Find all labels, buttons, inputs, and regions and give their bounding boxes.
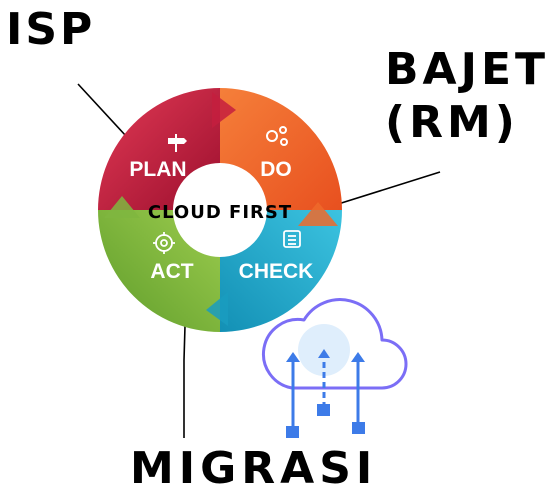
- checklist-icon: [283, 230, 301, 248]
- do-segment: [220, 88, 342, 210]
- cloud-upload-icon: [261, 298, 408, 438]
- isp-connector-line: [77, 83, 127, 137]
- signpost-icon: [168, 134, 187, 152]
- act-label: ACT: [150, 260, 193, 283]
- target-icon: [153, 232, 175, 254]
- bajet-connector-line: [334, 171, 441, 206]
- migrasi-connector-line: [183, 325, 186, 438]
- do-label: DO: [260, 158, 292, 181]
- bajet-label: BAJET (RM): [385, 44, 545, 150]
- gears-icon: [266, 126, 288, 146]
- check-arrow-tip: [206, 292, 228, 326]
- bajet-label-line2: (RM): [385, 96, 519, 148]
- bajet-label-line1: BAJET: [385, 44, 545, 95]
- do-arrow-tip: [298, 202, 338, 226]
- check-segment: [220, 210, 342, 332]
- cloud-first-center-text: CLOUD FIRST: [148, 202, 292, 223]
- upload-node-center: [317, 404, 330, 416]
- check-label: CHECK: [239, 260, 314, 283]
- act-segment: [98, 210, 220, 332]
- isp-label: ISP: [6, 4, 96, 55]
- upload-node-left: [286, 426, 299, 438]
- plan-arrow-tip: [212, 92, 236, 128]
- upload-node-right: [352, 422, 365, 434]
- migrasi-label: MIGRASI: [130, 443, 378, 494]
- plan-label: PLAN: [129, 158, 186, 181]
- cloud-outline: [261, 298, 408, 390]
- plan-segment: [98, 88, 220, 210]
- act-arrow-tip: [104, 196, 140, 218]
